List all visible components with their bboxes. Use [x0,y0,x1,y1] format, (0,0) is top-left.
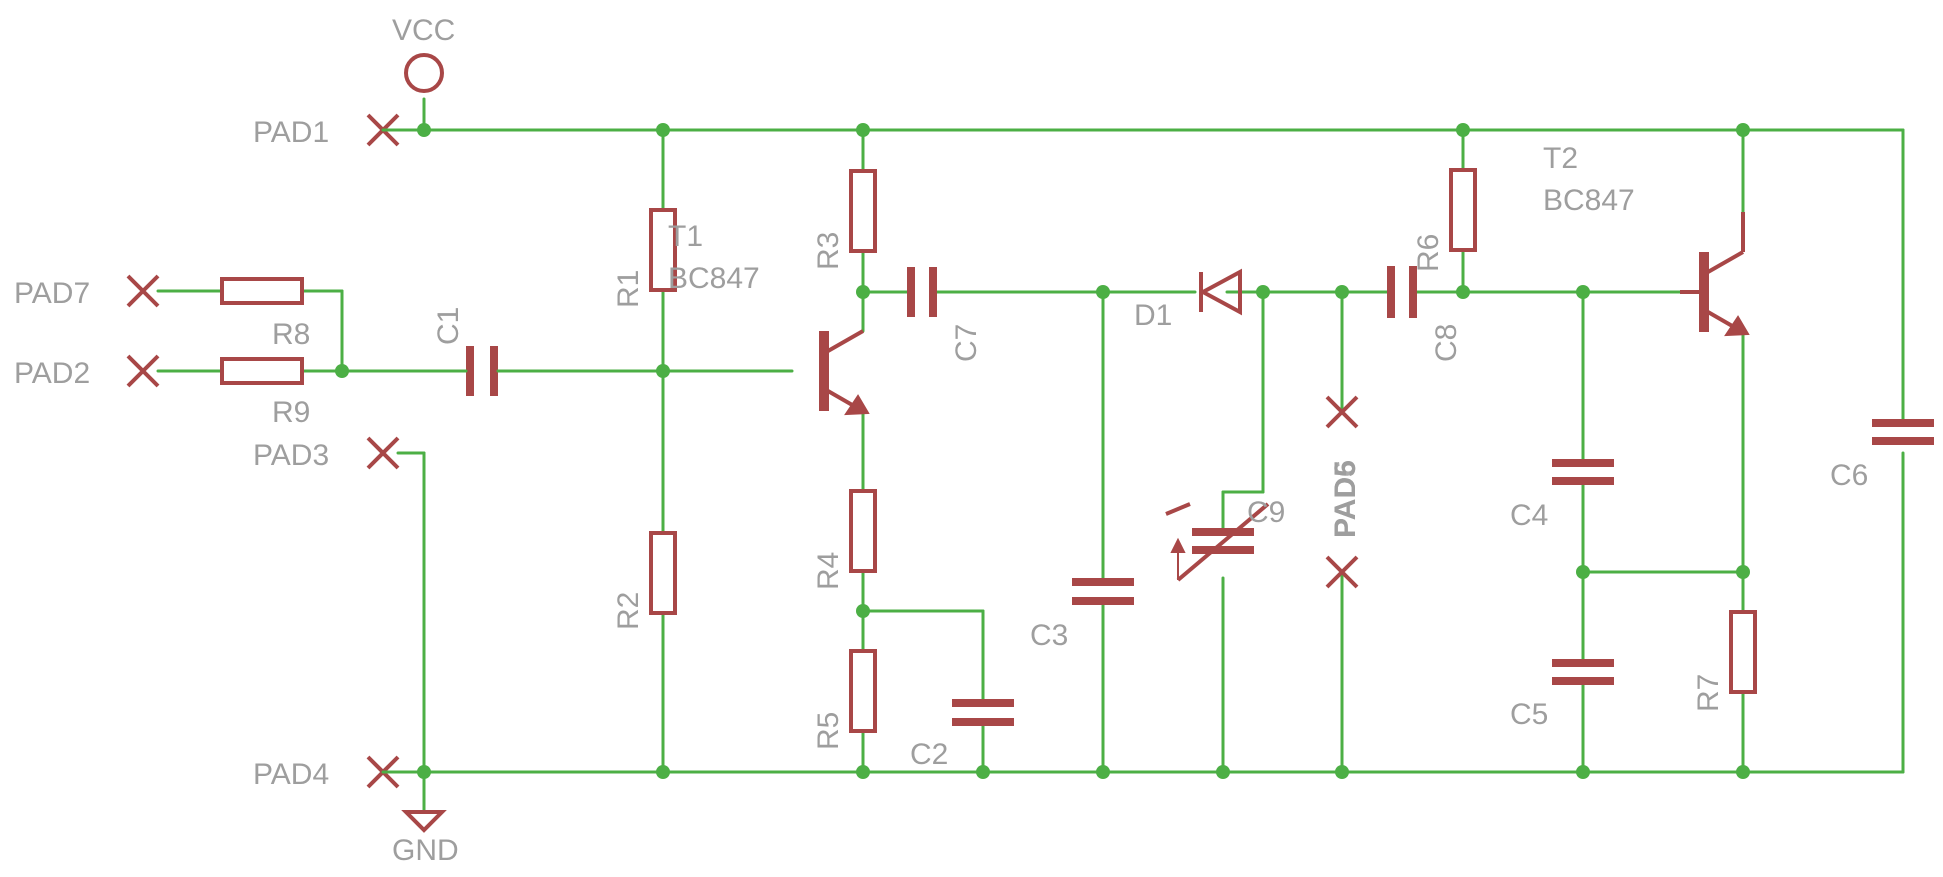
pad5-label: PAD5 [1329,460,1362,538]
capacitor-c2: C2 [910,699,1014,771]
pad1-label: PAD1 [253,116,329,149]
pad5-pad6-labels: PAD5 PAD6 [1329,460,1362,538]
wires [156,97,1905,814]
resistor-r4: R4 [812,489,877,590]
pad6-label: PAD6 [1329,460,1362,538]
resistor-r1: R1 [612,208,677,308]
diode-d1: D1 [1134,268,1242,332]
r5-label: R5 [812,712,845,750]
c3-label: C3 [1030,619,1068,652]
r2-label: R2 [612,592,645,630]
resistor-r9: R9 [220,357,310,429]
capacitor-c5: C5 [1510,659,1614,731]
t1-value-label: BC847 [668,262,760,295]
gnd-label: GND [392,834,459,867]
trimmer-capacitor-c9: C9 [1165,496,1285,582]
c7-label: C7 [950,324,983,362]
pad2: PAD2 [14,354,160,390]
transistor-t1: T1 BC847 [668,220,870,416]
resistor-r2: R2 [612,531,677,630]
resistor-r8: R8 [220,277,310,351]
pad1: PAD1 [253,113,426,149]
r7-label: R7 [1692,674,1725,712]
c5-label: C5 [1510,698,1548,731]
vcc-label: VCC [392,14,455,47]
pad3-label: PAD3 [253,439,329,472]
capacitor-c8: C8 [1387,266,1463,362]
resistor-r3: R3 [812,169,877,270]
capacitor-c7: C7 [907,267,983,362]
c2-label: C2 [910,738,948,771]
resistor-r7: R7 [1692,610,1757,712]
r9-label: R9 [272,396,310,429]
capacitor-c3: C3 [1030,578,1134,652]
capacitor-c6: C6 [1830,419,1934,492]
c1-label: C1 [432,307,465,345]
junctions [335,123,1750,779]
pad7: PAD7 [14,274,160,310]
pad4: PAD4 [253,755,426,791]
resistor-r5: R5 [812,649,877,750]
t1-name-label: T1 [668,220,703,253]
pad4-label: PAD4 [253,758,329,791]
capacitor-c4: C4 [1510,459,1614,532]
transistor-t2: T2 BC847 [1543,142,1750,337]
vcc-symbol: VCC [392,14,455,93]
pad3: PAD3 [253,436,400,472]
capacitor-c1: C1 [428,307,542,396]
pad6 [1325,555,1359,589]
c8-label: C8 [1430,324,1463,362]
c6-label: C6 [1830,459,1868,492]
resistor-r6: R6 [1412,168,1477,272]
r1-label: R1 [612,270,645,308]
gnd-symbol: GND [392,810,459,867]
pad5 [1325,395,1359,429]
pad2-label: PAD2 [14,357,90,390]
r6-label: R6 [1412,234,1445,272]
c9-label: C9 [1247,496,1285,529]
r4-label: R4 [812,552,845,590]
d1-label: D1 [1134,299,1172,332]
r3-label: R3 [812,232,845,270]
pad7-label: PAD7 [14,277,90,310]
c4-label: C4 [1510,499,1548,532]
r8-label: R8 [272,318,310,351]
t2-name-label: T2 [1543,142,1578,175]
t2-value-label: BC847 [1543,184,1635,217]
